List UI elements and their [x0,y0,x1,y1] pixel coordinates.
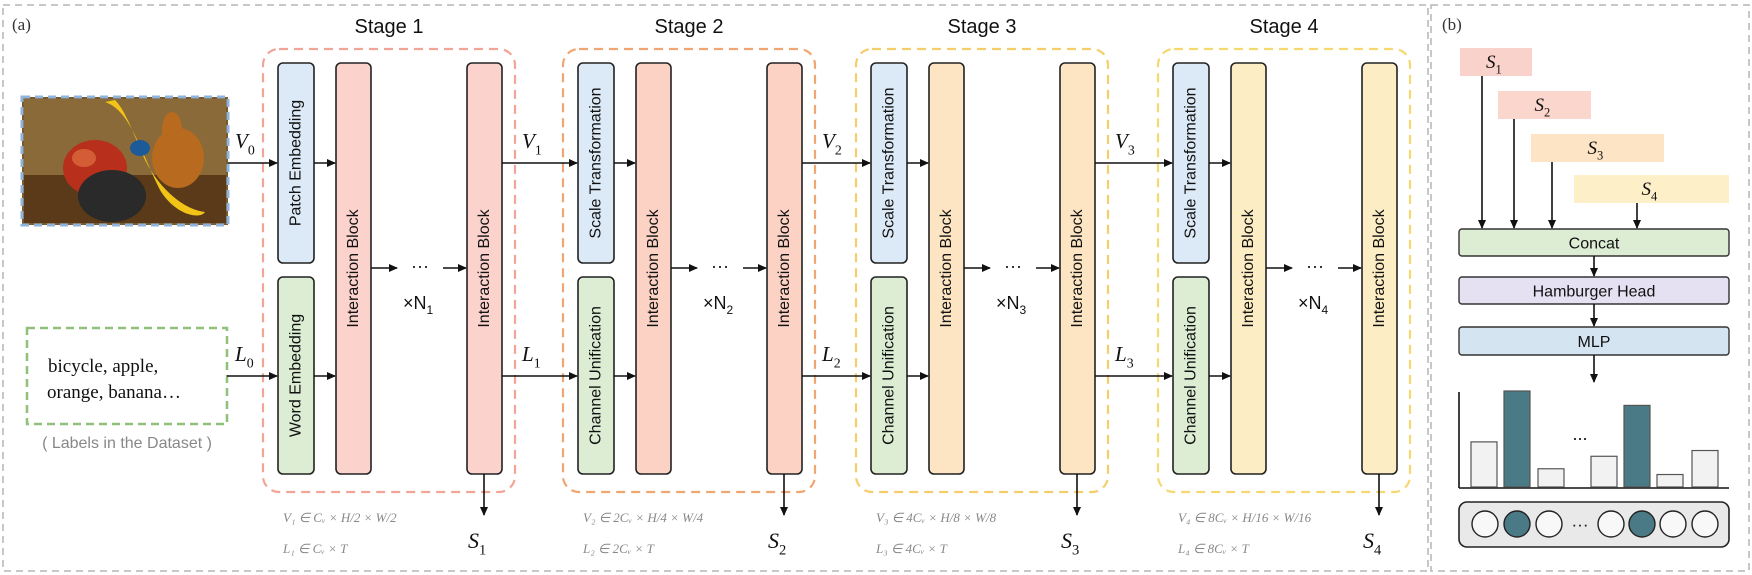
v-input-label: V2 [822,129,842,157]
labels-line-1: bicycle, apple, [48,356,158,377]
head-input-s2 [1498,91,1591,119]
stage-ellipsis: ··· [1306,256,1324,276]
token-circle [1597,510,1625,538]
equation-v: V₁ ∈ Cᵥ × H/2 × W/2 [283,510,397,525]
head-input-s3-label: S3 [1588,138,1604,163]
interaction-block-mid-label: Interaction Block [1240,208,1257,327]
labels-caption: ( Labels in the Dataset ) [42,435,212,452]
panel-a-label: (a) [12,15,31,34]
stage-top-box-label: Scale Transformation [881,87,898,238]
token-circle [1628,510,1656,538]
input-image [20,95,230,227]
token-circle [1535,510,1563,538]
l-input-label: L3 [1114,342,1134,370]
interaction-block-end-label: Interaction Block [776,208,793,327]
stage-frame [261,47,517,494]
stage-bottom-box-label: Word Embedding [288,314,305,437]
labels-line-2: orange, banana… [47,382,181,403]
head-input-s1 [1460,48,1532,76]
interaction-block-end-label: Interaction Block [1069,208,1086,327]
stage-bottom-box-label: Channel Unification [881,306,898,445]
equation-l: L₂ ∈ 2Cᵥ × T [582,541,655,556]
stage-frame [854,47,1110,494]
v-input-label: V0 [235,129,255,157]
head-input-s4-label: S4 [1642,179,1659,204]
stage-top-box-label: Scale Transformation [588,87,605,238]
stage-output-label: S4 [1363,528,1382,559]
interaction-block-mid-label: Interaction Block [345,208,362,327]
equation-l: L₄ ∈ 8Cᵥ × T [1177,541,1250,556]
head-input-s3 [1531,134,1664,162]
token-circle [1659,510,1687,538]
stage-bottom-box-label: Channel Unification [588,306,605,445]
class-score-bar [1590,455,1618,488]
stage-ellipsis: ··· [711,256,729,276]
l-input-label: L0 [234,342,254,370]
stage-title: Stage 4 [1250,16,1319,38]
v-input-label: V3 [1115,129,1135,157]
stage-output-label: S2 [768,528,786,559]
equation-v: V₂ ∈ 2Cᵥ × H/4 × W/4 [583,510,704,525]
stage-title: Stage 3 [948,16,1017,38]
token-strip [1458,501,1730,548]
v-input-label: V1 [522,129,542,157]
class-score-bar [1656,473,1684,488]
panel-b-frame [1430,4,1750,572]
stage-repeat: ×N2 [703,293,734,317]
l-input-label: L2 [821,342,841,370]
token-circle [1691,510,1719,538]
labels-box [25,326,229,426]
stage-repeat: ×N4 [1298,293,1329,317]
class-score-bar [1691,449,1719,488]
interaction-block-end-label: Interaction Block [1371,208,1388,327]
l-input-label: L1 [521,342,541,370]
stage-output-label: S3 [1061,528,1079,559]
head-input-s4 [1574,175,1729,203]
stage-top-box-label: Scale Transformation [1183,87,1200,238]
token-ellipsis: ··· [1572,515,1589,534]
panel-a-frame [2,4,1429,572]
equation-l: L₃ ∈ 4Cᵥ × T [875,541,948,556]
mlp-box-label: MLP [1578,334,1611,351]
stage-title: Stage 2 [655,16,724,38]
equation-l: L₁ ∈ Cᵥ × T [282,541,348,556]
stage-frame [1156,47,1412,494]
stage-title: Stage 1 [355,16,424,38]
panel-b-label: (b) [1442,15,1462,34]
input-labels: bicycle, apple, orange, banana… ( Labels… [25,326,229,452]
class-score-bar [1623,404,1651,488]
token-circle [1503,510,1531,538]
stage-repeat: ×N1 [403,293,434,317]
stage-top-box-label: Patch Embedding [288,100,305,226]
token-circle [1471,510,1499,538]
interaction-block-mid-label: Interaction Block [938,208,955,327]
hamburger-head-box-label: Hamburger Head [1533,284,1656,301]
equation-v: V₄ ∈ 8Cᵥ × H/16 × W/16 [1178,510,1312,525]
concat-box-label: Concat [1569,236,1620,253]
stage-ellipsis: ··· [411,256,429,276]
stage-ellipsis: ··· [1004,256,1022,276]
stage-bottom-box-label: Channel Unification [1183,306,1200,445]
head-input-s1-label: S1 [1486,52,1502,77]
head-input-s2-label: S2 [1535,95,1551,120]
interaction-block-end-label: Interaction Block [476,208,493,327]
stage-output-label: S1 [468,528,486,559]
fruit-photo-icon [24,99,226,223]
stage-frame [561,47,817,494]
bars-ellipsis: ... [1572,424,1587,444]
stage-repeat: ×N3 [996,293,1027,317]
interaction-block-mid-label: Interaction Block [645,208,662,327]
class-score-bar [1503,390,1531,488]
class-score-bar [1537,468,1565,488]
class-score-bar [1470,441,1498,488]
equation-v: V₃ ∈ 4Cᵥ × H/8 × W/8 [876,510,997,525]
